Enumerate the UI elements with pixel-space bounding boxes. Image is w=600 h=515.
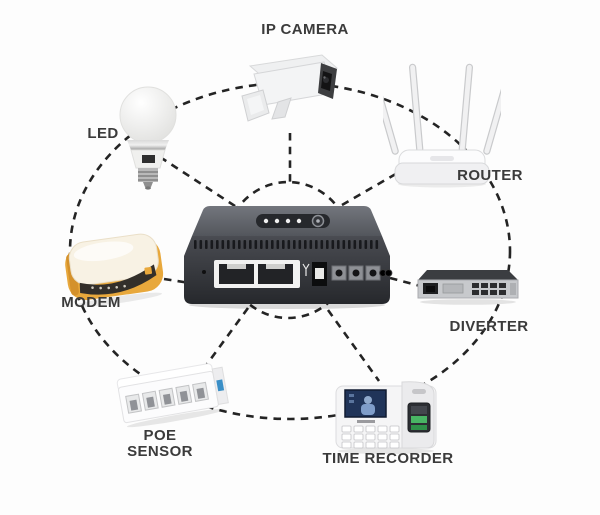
- camera-arm: [271, 97, 292, 120]
- bulb-label: [142, 155, 155, 163]
- modem-front-band: [79, 264, 157, 295]
- ups-vent-grille: [194, 240, 379, 249]
- recorder-speaker-slot: [412, 389, 426, 394]
- line-to-recorder: [326, 309, 381, 382]
- poe-ports: [125, 381, 209, 414]
- ups-indicator-panel: [256, 214, 330, 228]
- ups-indicator-leds: [263, 218, 302, 224]
- poe-switch-icon: [112, 358, 236, 430]
- led-bulb-icon: [116, 86, 180, 190]
- router-logo: [430, 156, 454, 161]
- recorder-keypad: [341, 425, 400, 449]
- ip-camera-icon: [234, 44, 354, 138]
- poe-sensor-label: POE SENSOR: [127, 427, 193, 460]
- router-antennas: [383, 63, 501, 155]
- modem-label: MODEM: [61, 294, 121, 311]
- ups-power-inlet: [379, 269, 393, 277]
- modem-icon: [58, 228, 170, 308]
- diverter-ports: [472, 283, 506, 295]
- line-to-led: [159, 155, 239, 210]
- diverter-label: DIVERTER: [449, 318, 529, 335]
- time-recorder-label: TIME RECORDER: [322, 450, 454, 467]
- led-label: LED: [87, 125, 119, 142]
- line-to-modem: [163, 277, 191, 285]
- time-recorder-icon: [330, 378, 442, 456]
- antenna-mark-icon: [302, 263, 310, 276]
- diverter-top: [418, 270, 518, 280]
- router-icon: [383, 56, 501, 188]
- ups-reset-hole: [202, 270, 206, 274]
- router-label: ROUTER: [457, 167, 523, 184]
- poe-sticker: [216, 379, 225, 392]
- mini-ups-icon: [180, 200, 394, 310]
- bulb-band: [127, 140, 169, 150]
- router-body-front: [394, 162, 490, 185]
- ups-dc-ports: [331, 265, 381, 281]
- ip-camera-label: IP CAMERA: [261, 21, 349, 38]
- diverter-icon: [416, 262, 524, 314]
